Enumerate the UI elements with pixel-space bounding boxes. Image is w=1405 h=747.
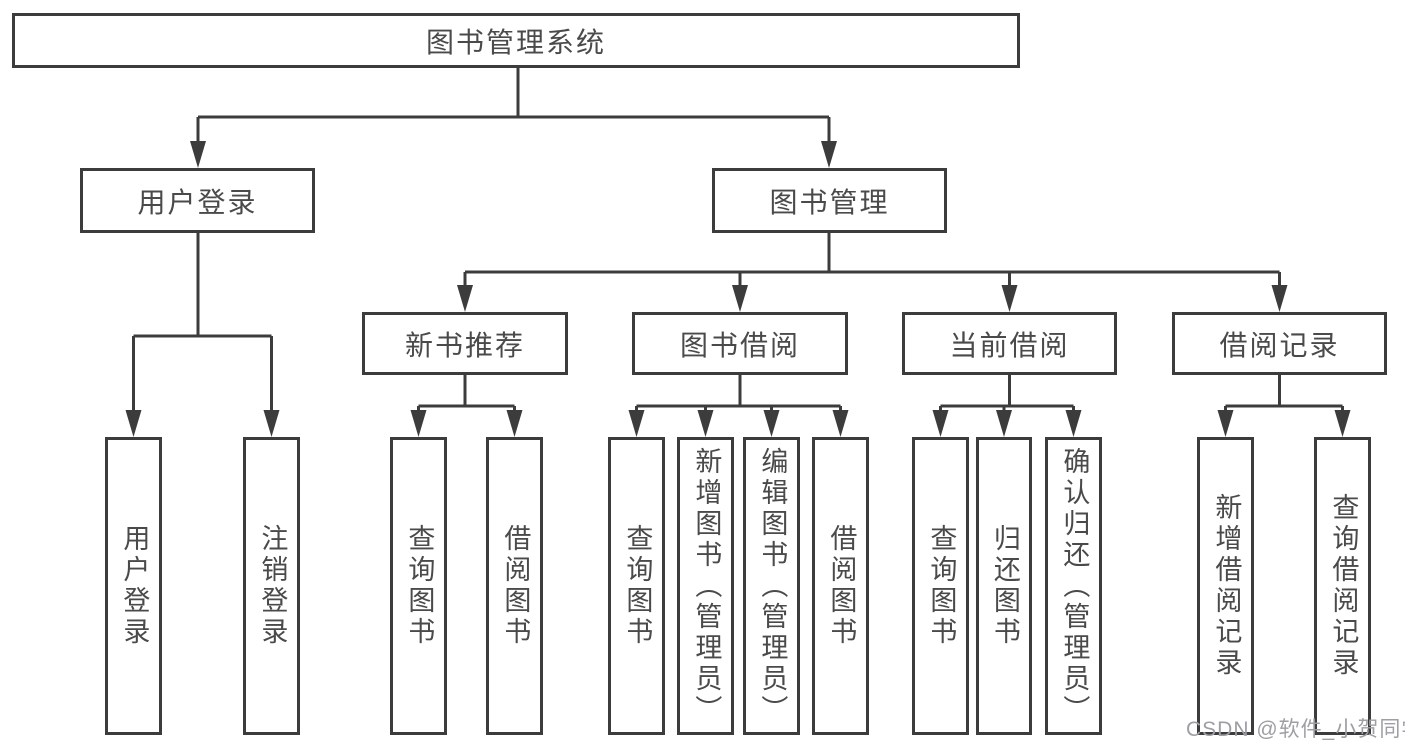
node-label: 新书推荐 [404, 329, 525, 361]
leaf-current-return-books: 归还图书 [976, 437, 1032, 735]
node-root-library-system: 图书管理系统 [12, 13, 1020, 68]
node-book-management: 图书管理 [712, 168, 947, 233]
connector-root-to-level2 [196, 68, 831, 145]
leaf-records-query-record: 查询借阅记录 [1314, 437, 1371, 735]
node-label: 当前借阅 [949, 329, 1070, 361]
arrowhead [628, 410, 645, 437]
leaf-current-query-books: 查询图书 [912, 437, 969, 735]
node-label: 确认归还（管理员） [1059, 446, 1090, 726]
leaf-records-add-record: 新增借阅记录 [1197, 437, 1254, 735]
node-label: 借阅图书 [826, 524, 857, 648]
connector-current-borrow-children [939, 375, 1075, 414]
arrowhead [996, 410, 1012, 437]
connector-new-books-children [417, 375, 516, 414]
node-label: 查询图书 [622, 524, 653, 648]
node-label: 用户登录 [119, 524, 150, 648]
connector-user-login-children [132, 233, 273, 414]
connector-book-borrow-children [635, 375, 842, 414]
arrowhead [832, 410, 849, 437]
node-new-book-recommend: 新书推荐 [362, 312, 568, 375]
node-user-login: 用户登录 [80, 168, 315, 233]
node-label: 查询图书 [404, 524, 435, 648]
connector-borrow-records-children [1224, 375, 1344, 414]
arrowhead [125, 410, 142, 437]
node-label: 图书管理 [769, 186, 890, 218]
node-book-borrowing: 图书借阅 [632, 312, 848, 375]
leaf-newbooks-query-books: 查询图书 [390, 437, 447, 735]
leaf-borrow-query-books: 查询图书 [608, 437, 665, 735]
arrowhead [821, 141, 837, 168]
leaf-current-confirm-return-admin: 确认归还（管理员） [1045, 437, 1102, 735]
connector-book-mgmt-to-level3 [463, 232, 1281, 289]
leaf-user-login: 用户登录 [105, 437, 162, 735]
node-label: 注销登录 [257, 524, 288, 648]
node-label: 图书管理系统 [425, 26, 606, 58]
node-label: 新增借阅记录 [1211, 493, 1242, 679]
arrowhead [1217, 410, 1234, 437]
arrowhead [190, 141, 206, 168]
node-label: 新增图书（管理员） [691, 446, 722, 726]
arrowhead [1001, 285, 1018, 312]
arrowhead [697, 410, 714, 437]
arrowhead [457, 285, 473, 312]
arrowhead [1271, 285, 1288, 312]
arrowhead [263, 410, 280, 437]
arrowhead [732, 285, 748, 312]
leaf-borrow-borrow-books: 借阅图书 [812, 437, 869, 735]
leaf-borrow-edit-books-admin: 编辑图书（管理员） [743, 437, 800, 735]
leaf-newbooks-borrow-books: 借阅图书 [486, 437, 543, 735]
node-label: 归还图书 [989, 524, 1020, 648]
node-current-borrowing: 当前借阅 [902, 312, 1117, 375]
arrowhead [410, 410, 427, 437]
arrowhead [1065, 410, 1082, 437]
node-label: 借阅记录 [1219, 329, 1340, 361]
arrowhead [763, 410, 780, 437]
node-label: 用户登录 [137, 186, 258, 218]
arrowhead [1334, 410, 1351, 437]
node-label: 查询图书 [926, 524, 957, 648]
csdn-watermark: CSDN @软件_小贺同学 [1186, 718, 1405, 741]
arrowhead [932, 410, 949, 437]
node-borrowing-records: 借阅记录 [1172, 312, 1387, 375]
arrowhead [506, 410, 523, 437]
node-label: 查询借阅记录 [1328, 493, 1359, 679]
leaf-logout: 注销登录 [243, 437, 300, 735]
node-label: 图书借阅 [679, 329, 800, 361]
node-label: 编辑图书（管理员） [757, 446, 788, 726]
node-label: 借阅图书 [500, 524, 531, 648]
leaf-borrow-add-books-admin: 新增图书（管理员） [677, 437, 734, 735]
